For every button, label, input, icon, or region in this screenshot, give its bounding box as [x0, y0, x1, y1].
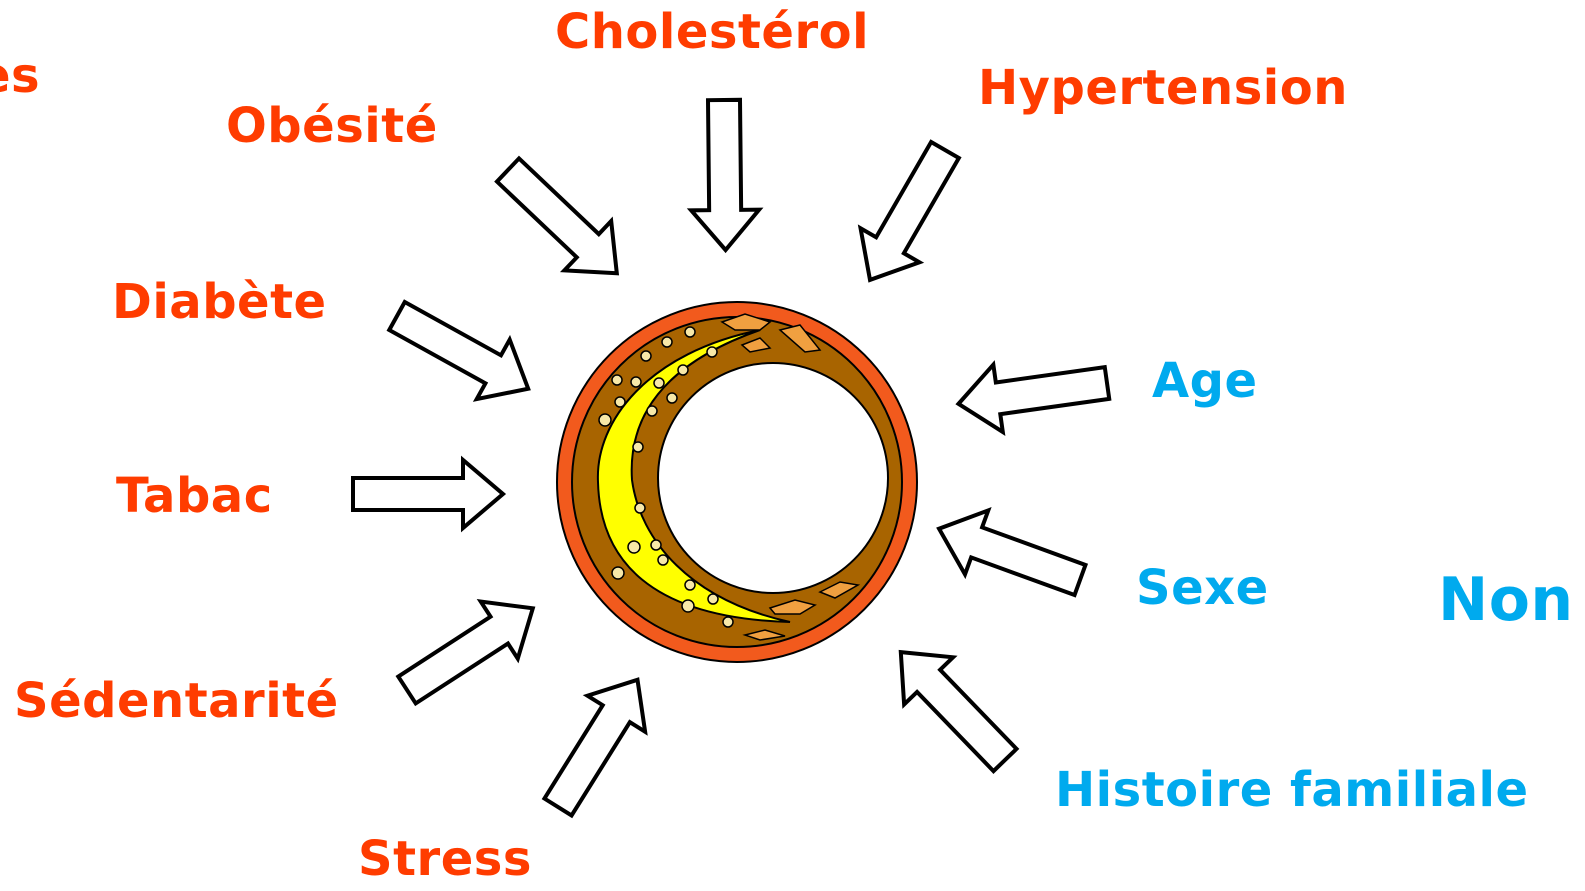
label-histoire-familiale: Histoire familiale — [1055, 766, 1529, 814]
cut-off-heading-left: es — [0, 52, 40, 100]
arrow-stress-icon — [529, 662, 666, 825]
artery-cross-section-icon — [557, 302, 917, 662]
label-obesite: Obésité — [226, 102, 438, 150]
cut-off-heading-right: Non — [1438, 570, 1585, 630]
arrow-diabete-icon — [381, 286, 545, 418]
arrow-sedentarite-icon — [388, 580, 551, 719]
arrow-histoire-icon — [876, 628, 1029, 783]
arrow-hypertension-icon — [841, 133, 975, 297]
label-sedentarite: Sédentarité — [14, 677, 339, 725]
arrow-tabac-icon — [353, 460, 503, 528]
label-stress: Stress — [358, 835, 532, 883]
arrow-obesite-icon — [485, 145, 641, 298]
label-hypertension: Hypertension — [978, 64, 1348, 112]
arrow-cholesterol-icon — [690, 100, 760, 251]
arrow-age-icon — [954, 349, 1112, 437]
label-diabete: Diabète — [112, 278, 327, 326]
label-sexe: Sexe — [1136, 564, 1269, 612]
arrow-sexe-icon — [927, 497, 1091, 612]
label-age: Age — [1152, 357, 1258, 405]
label-tabac: Tabac — [116, 472, 273, 520]
label-cholesterol: Cholestérol — [555, 8, 869, 56]
